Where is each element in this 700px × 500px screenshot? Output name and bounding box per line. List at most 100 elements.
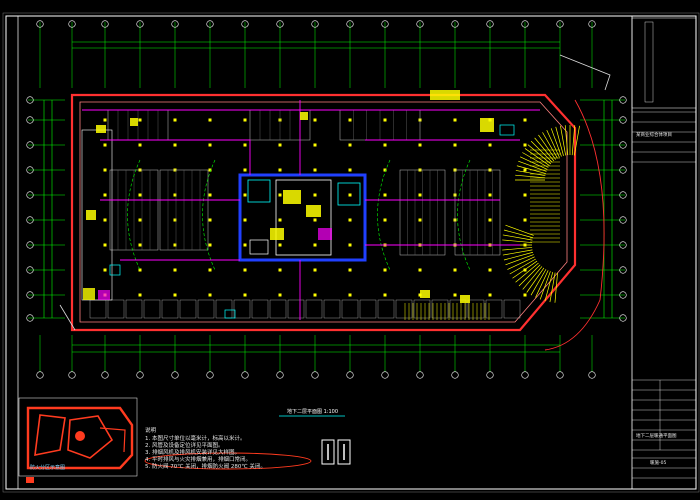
structural-column — [173, 243, 177, 247]
ramp-hatch — [555, 126, 564, 156]
axis-bubble — [619, 96, 627, 104]
title-block — [631, 15, 697, 490]
ramp-hatch — [516, 165, 546, 174]
ramp-hatch — [515, 174, 546, 179]
axis-grid — [26, 20, 627, 379]
ramp-hatch — [526, 267, 545, 293]
structural-column — [208, 168, 212, 172]
plan-symbols — [279, 415, 351, 465]
structural-column — [383, 118, 387, 122]
ramp-bottom-right — [404, 224, 558, 320]
small-room — [269, 299, 287, 319]
key-plan — [18, 397, 138, 483]
ramp-hatch — [534, 137, 555, 162]
axis-bubble — [619, 216, 627, 224]
ramp-hatch — [512, 260, 538, 279]
axis-bubble — [619, 314, 627, 322]
structural-column — [278, 168, 282, 172]
structural-column — [383, 168, 387, 172]
ramp-hatch — [505, 224, 534, 236]
building-outline — [59, 54, 611, 351]
ramp-hatch — [502, 247, 533, 251]
axis-bubble — [136, 371, 144, 379]
structural-column — [278, 218, 282, 222]
structural-column — [138, 243, 142, 247]
axis-bubble — [619, 191, 627, 199]
structural-column — [243, 218, 247, 222]
structural-column — [103, 193, 107, 197]
axis-bubble — [276, 20, 284, 28]
structural-column — [313, 118, 317, 122]
driveway-curve — [127, 159, 141, 271]
ramp-hatch — [524, 148, 550, 166]
axis-bubble — [556, 371, 564, 379]
axis-bubble — [521, 20, 529, 28]
small-room — [161, 299, 179, 319]
structural-column — [523, 168, 527, 172]
small-room — [215, 299, 233, 319]
ramp-hatch — [530, 269, 547, 296]
ramp-hatch — [535, 270, 549, 298]
notes-block: 1. 本图尺寸单位以毫米计，标高以米计。2. 风管及设备定位详见平面图。3. 排… — [145, 436, 266, 471]
structural-column — [243, 268, 247, 272]
structural-column — [418, 218, 422, 222]
structural-column — [138, 118, 142, 122]
structural-column — [278, 143, 282, 147]
axis-bubble — [451, 20, 459, 28]
structural-column — [383, 143, 387, 147]
ramp-hatch — [518, 160, 547, 172]
structural-column — [383, 193, 387, 197]
logo-strip — [644, 21, 654, 103]
ramp-top-right — [515, 125, 580, 243]
structural-column — [488, 293, 492, 297]
structural-column — [208, 243, 212, 247]
structural-column — [488, 268, 492, 272]
key-plan-label: 防火分区示意图 — [30, 465, 66, 471]
small-room — [413, 299, 431, 319]
structural-column — [453, 293, 457, 297]
axis-bubble — [26, 96, 34, 104]
structural-column — [208, 268, 212, 272]
ramp-hatch — [503, 229, 534, 239]
axis-bubble — [26, 116, 34, 124]
structural-column — [313, 293, 317, 297]
driveway-curve — [457, 159, 471, 271]
hvac-unit — [130, 118, 138, 126]
structural-column — [208, 118, 212, 122]
structural-column — [418, 193, 422, 197]
structural-column — [173, 293, 177, 297]
structural-column — [208, 143, 212, 147]
structural-column — [313, 143, 317, 147]
ramp-hatch — [515, 170, 546, 177]
axis-bubble — [68, 371, 76, 379]
structural-column — [208, 293, 212, 297]
axis-bubble — [311, 20, 319, 28]
structural-column — [103, 118, 107, 122]
driveway-curve — [377, 159, 391, 271]
ramp-hatch — [515, 262, 539, 283]
axis-bubble — [26, 266, 34, 274]
structural-column — [243, 143, 247, 147]
driveway-curve — [202, 159, 216, 271]
small-room — [503, 299, 521, 319]
small-room — [287, 299, 305, 319]
axis-bubble — [171, 20, 179, 28]
structural-column — [103, 243, 107, 247]
axis-bubble — [346, 371, 354, 379]
structural-column — [453, 118, 457, 122]
axis-bubble — [36, 371, 44, 379]
ramp-hatch — [522, 266, 543, 290]
note-line: 4. 平时排风与火灾排烟兼用，排烟口常闭。 — [145, 457, 251, 463]
ramp-hatch — [520, 156, 548, 170]
ramp-hatch — [571, 125, 576, 156]
ramp-hatch — [530, 140, 553, 163]
axis-bubble — [68, 20, 76, 28]
note-line: 2. 风管及设备定位详见平面图。 — [145, 443, 224, 449]
duct-network — [82, 90, 540, 320]
axis-bubble — [588, 20, 596, 28]
structural-column — [418, 268, 422, 272]
ramp-hatch — [507, 256, 535, 270]
structural-column — [138, 143, 142, 147]
